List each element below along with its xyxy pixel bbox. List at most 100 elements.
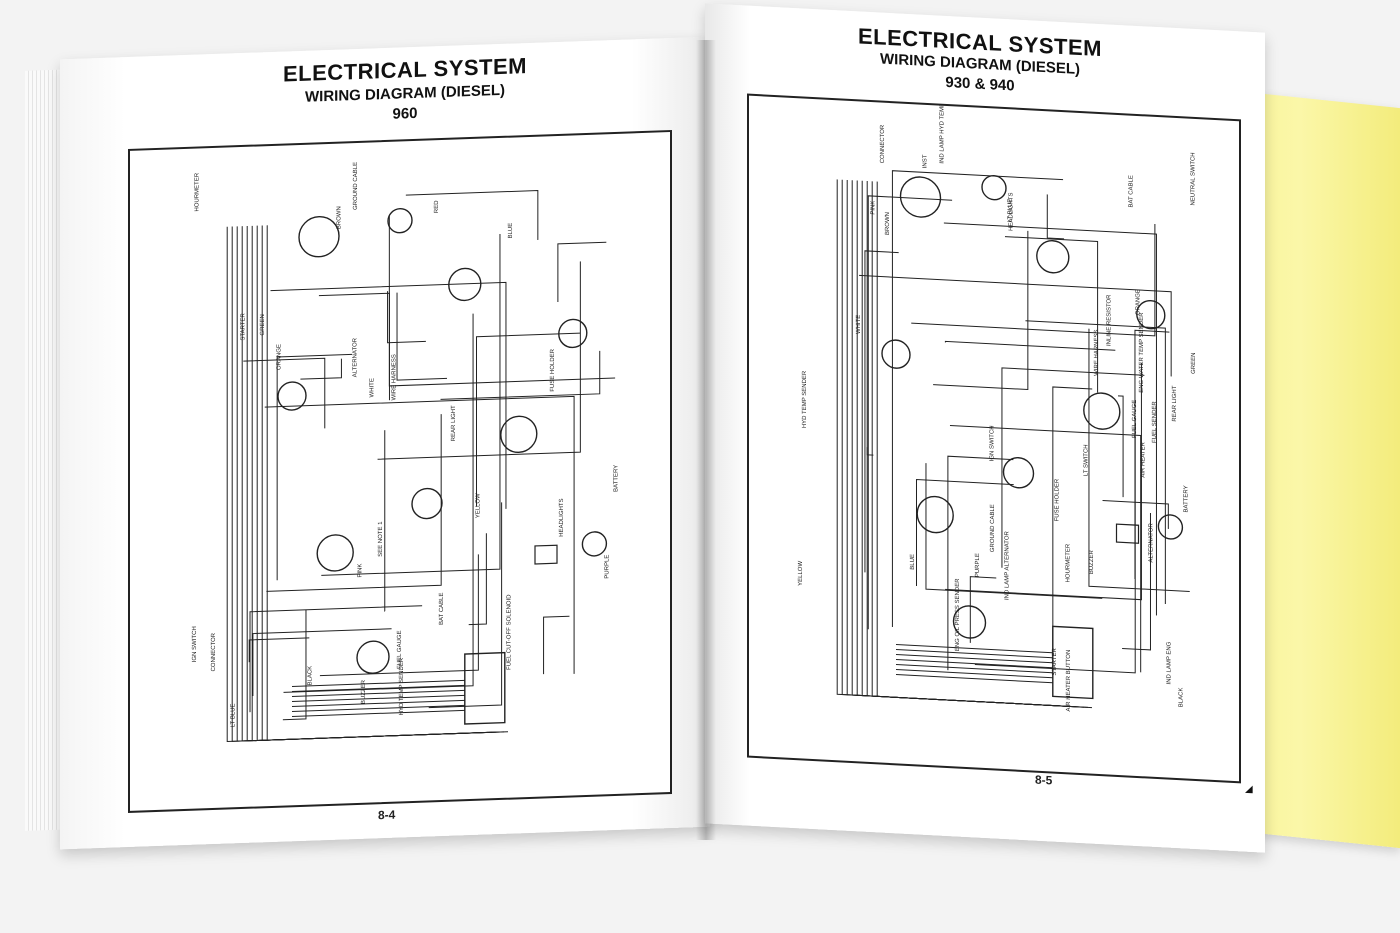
- wire-route: [944, 340, 1116, 351]
- wire-label: AIR HEATER BUTTON: [1066, 650, 1072, 712]
- wire-route: [405, 190, 539, 240]
- component-symbol: [1002, 457, 1035, 489]
- component-symbol: [981, 174, 1007, 201]
- harness-wire: [851, 180, 1080, 708]
- wire-route: [1122, 512, 1151, 651]
- harness-bundle-line: [896, 649, 1053, 659]
- wire-route: [974, 419, 1136, 674]
- component-symbol: [448, 267, 482, 302]
- wire-label: REAR LIGHT: [1172, 385, 1178, 422]
- battery-symbol: [1115, 523, 1140, 544]
- wire-label: FUEL GAUGE: [397, 630, 403, 669]
- component-symbol: [411, 487, 443, 520]
- component-symbol: [298, 215, 340, 258]
- harness-bundle-line: [896, 644, 1053, 654]
- wire-label: BLACK: [307, 666, 313, 686]
- wire-label: BUZZER: [1089, 549, 1095, 574]
- wire-route: [1001, 367, 1145, 568]
- wire-label: WHITE: [856, 315, 862, 335]
- wire-label: NEUTRAL SWITCH: [1190, 152, 1196, 205]
- harness-wire: [231, 226, 504, 742]
- wire-label: ALTERNATOR: [352, 337, 358, 377]
- wire-label: FUEL CUT-OFF SOLENOID: [506, 594, 512, 670]
- wire-label: GREEN: [260, 314, 266, 336]
- component-symbol: [581, 531, 608, 557]
- component-symbol: [881, 339, 911, 369]
- component-symbol: [1036, 240, 1070, 274]
- wire-route: [248, 637, 310, 663]
- harness-bundle-line: [292, 699, 465, 707]
- wire-label: SEE NOTE 1: [378, 521, 384, 557]
- wire-route: [283, 313, 474, 693]
- wire-label: WIRE HARNESS: [392, 354, 398, 401]
- harness-wire: [261, 225, 480, 741]
- harness-bundle-line: [896, 669, 1053, 679]
- component-symbol: [1083, 392, 1121, 430]
- wire-route: [243, 357, 326, 429]
- wire-route: [1088, 328, 1190, 593]
- wire-route: [270, 281, 507, 509]
- wire-route: [866, 447, 874, 456]
- wire-label: IND LAMP HYD TEMP: [939, 103, 945, 164]
- wire-route: [396, 292, 448, 381]
- wire-label: CONNECTOR: [880, 124, 886, 164]
- wire-route: [864, 250, 899, 573]
- wire-route: [891, 170, 1064, 628]
- wire-route: [911, 223, 1156, 337]
- wire-label: BATTERY: [1184, 485, 1190, 512]
- wire-label: HEADLIGHTS: [1009, 192, 1015, 231]
- component-symbol: [899, 176, 942, 218]
- wire-route: [1102, 500, 1169, 529]
- harness-bundle-line: [896, 664, 1053, 674]
- wire-label: YELLOW: [798, 560, 804, 586]
- wire-label: PINK: [870, 201, 876, 215]
- wire-route: [468, 533, 487, 626]
- harness-wire: [256, 225, 484, 741]
- wire-route: [387, 291, 426, 344]
- wire-label: HYD TEMP SENDER: [802, 370, 808, 428]
- harness-bundle-line: [292, 704, 465, 712]
- wire-route: [282, 609, 307, 721]
- connector-block: [1052, 625, 1094, 700]
- wire-label: BUZZER: [361, 679, 367, 704]
- wire-route: [949, 425, 1142, 673]
- wire-label: PINK: [358, 563, 364, 577]
- wire-label: BLACK: [1178, 687, 1184, 707]
- harness-wire: [856, 180, 1076, 708]
- wire-label: IGN SWITCH: [990, 425, 996, 461]
- harness-wire: [841, 179, 1088, 708]
- left-page: ELECTRICAL SYSTEM WIRING DIAGRAM (DIESEL…: [60, 36, 710, 850]
- component-symbol: [1136, 299, 1166, 330]
- wire-label: IND LAMP ALTERNATOR: [1004, 530, 1010, 600]
- wire-label: BATTERY: [614, 465, 620, 492]
- harness-bundle-line: [896, 654, 1053, 664]
- wire-label: IGN SWITCH: [192, 626, 198, 662]
- wire-label: PURPLE: [975, 553, 981, 577]
- wire-route: [264, 395, 575, 674]
- wire-label: IND LAMP ENG: [1167, 641, 1173, 685]
- wire-label: FUSE HOLDER: [1054, 478, 1060, 522]
- wire-label: HOURMETER: [195, 172, 201, 212]
- wire-route: [916, 479, 1014, 587]
- wire-route: [475, 332, 581, 507]
- wire-label: STARTER: [1052, 647, 1058, 675]
- wire-route: [867, 195, 953, 630]
- wire-label: LT SWITCH: [1084, 444, 1090, 476]
- wire-label: ENG OIL PRESS SENDER: [955, 578, 961, 652]
- wire-label: HYD TEMP SENDER: [399, 657, 405, 715]
- component-symbol: [387, 207, 413, 234]
- wire-route: [543, 615, 570, 675]
- harness-bundle-line: [292, 684, 465, 692]
- harness-bundle-line: [292, 709, 465, 717]
- wire-route: [1117, 395, 1124, 498]
- wire-route: [276, 353, 353, 581]
- wire-label: LT BLUE: [231, 703, 237, 727]
- wire-label: FUSE HOLDER: [550, 348, 556, 392]
- wire-label: GREEN: [1191, 352, 1197, 374]
- component-symbol: [356, 640, 390, 674]
